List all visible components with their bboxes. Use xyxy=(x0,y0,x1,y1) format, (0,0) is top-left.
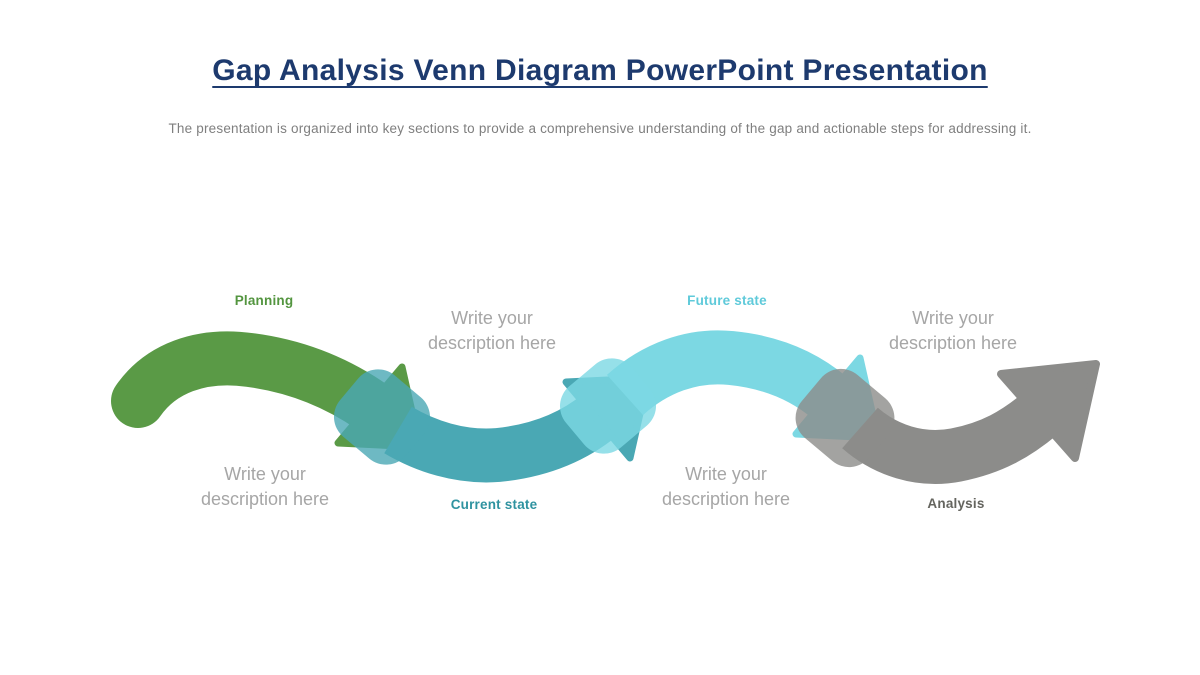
analysis-arrow-band xyxy=(842,393,1058,484)
planning-label: Planning xyxy=(235,293,294,308)
analysis-overlap-cap xyxy=(795,368,895,468)
current-state-label: Current state xyxy=(451,497,538,512)
analysis-description: Write your description here xyxy=(888,308,1018,353)
slide-title: Gap Analysis Venn Diagram PowerPoint Pre… xyxy=(212,54,988,87)
current-state-arrow-band xyxy=(384,393,618,483)
slide-subtitle: The presentation is organized into key s… xyxy=(168,121,1032,136)
current-state-description: Write your description here xyxy=(427,308,557,353)
future-state-arrow-band xyxy=(606,330,848,420)
future-state-overlap-cap xyxy=(559,358,657,454)
analysis-label: Analysis xyxy=(927,496,984,511)
current-state-overlap-cap xyxy=(333,369,431,465)
future-state-description: Write your description here xyxy=(661,464,791,509)
analysis-arrowhead-icon xyxy=(997,360,1100,462)
future-state-label: Future state xyxy=(687,293,767,308)
planning-description: Write your description here xyxy=(200,464,330,509)
planning-arrow-band xyxy=(111,331,399,434)
